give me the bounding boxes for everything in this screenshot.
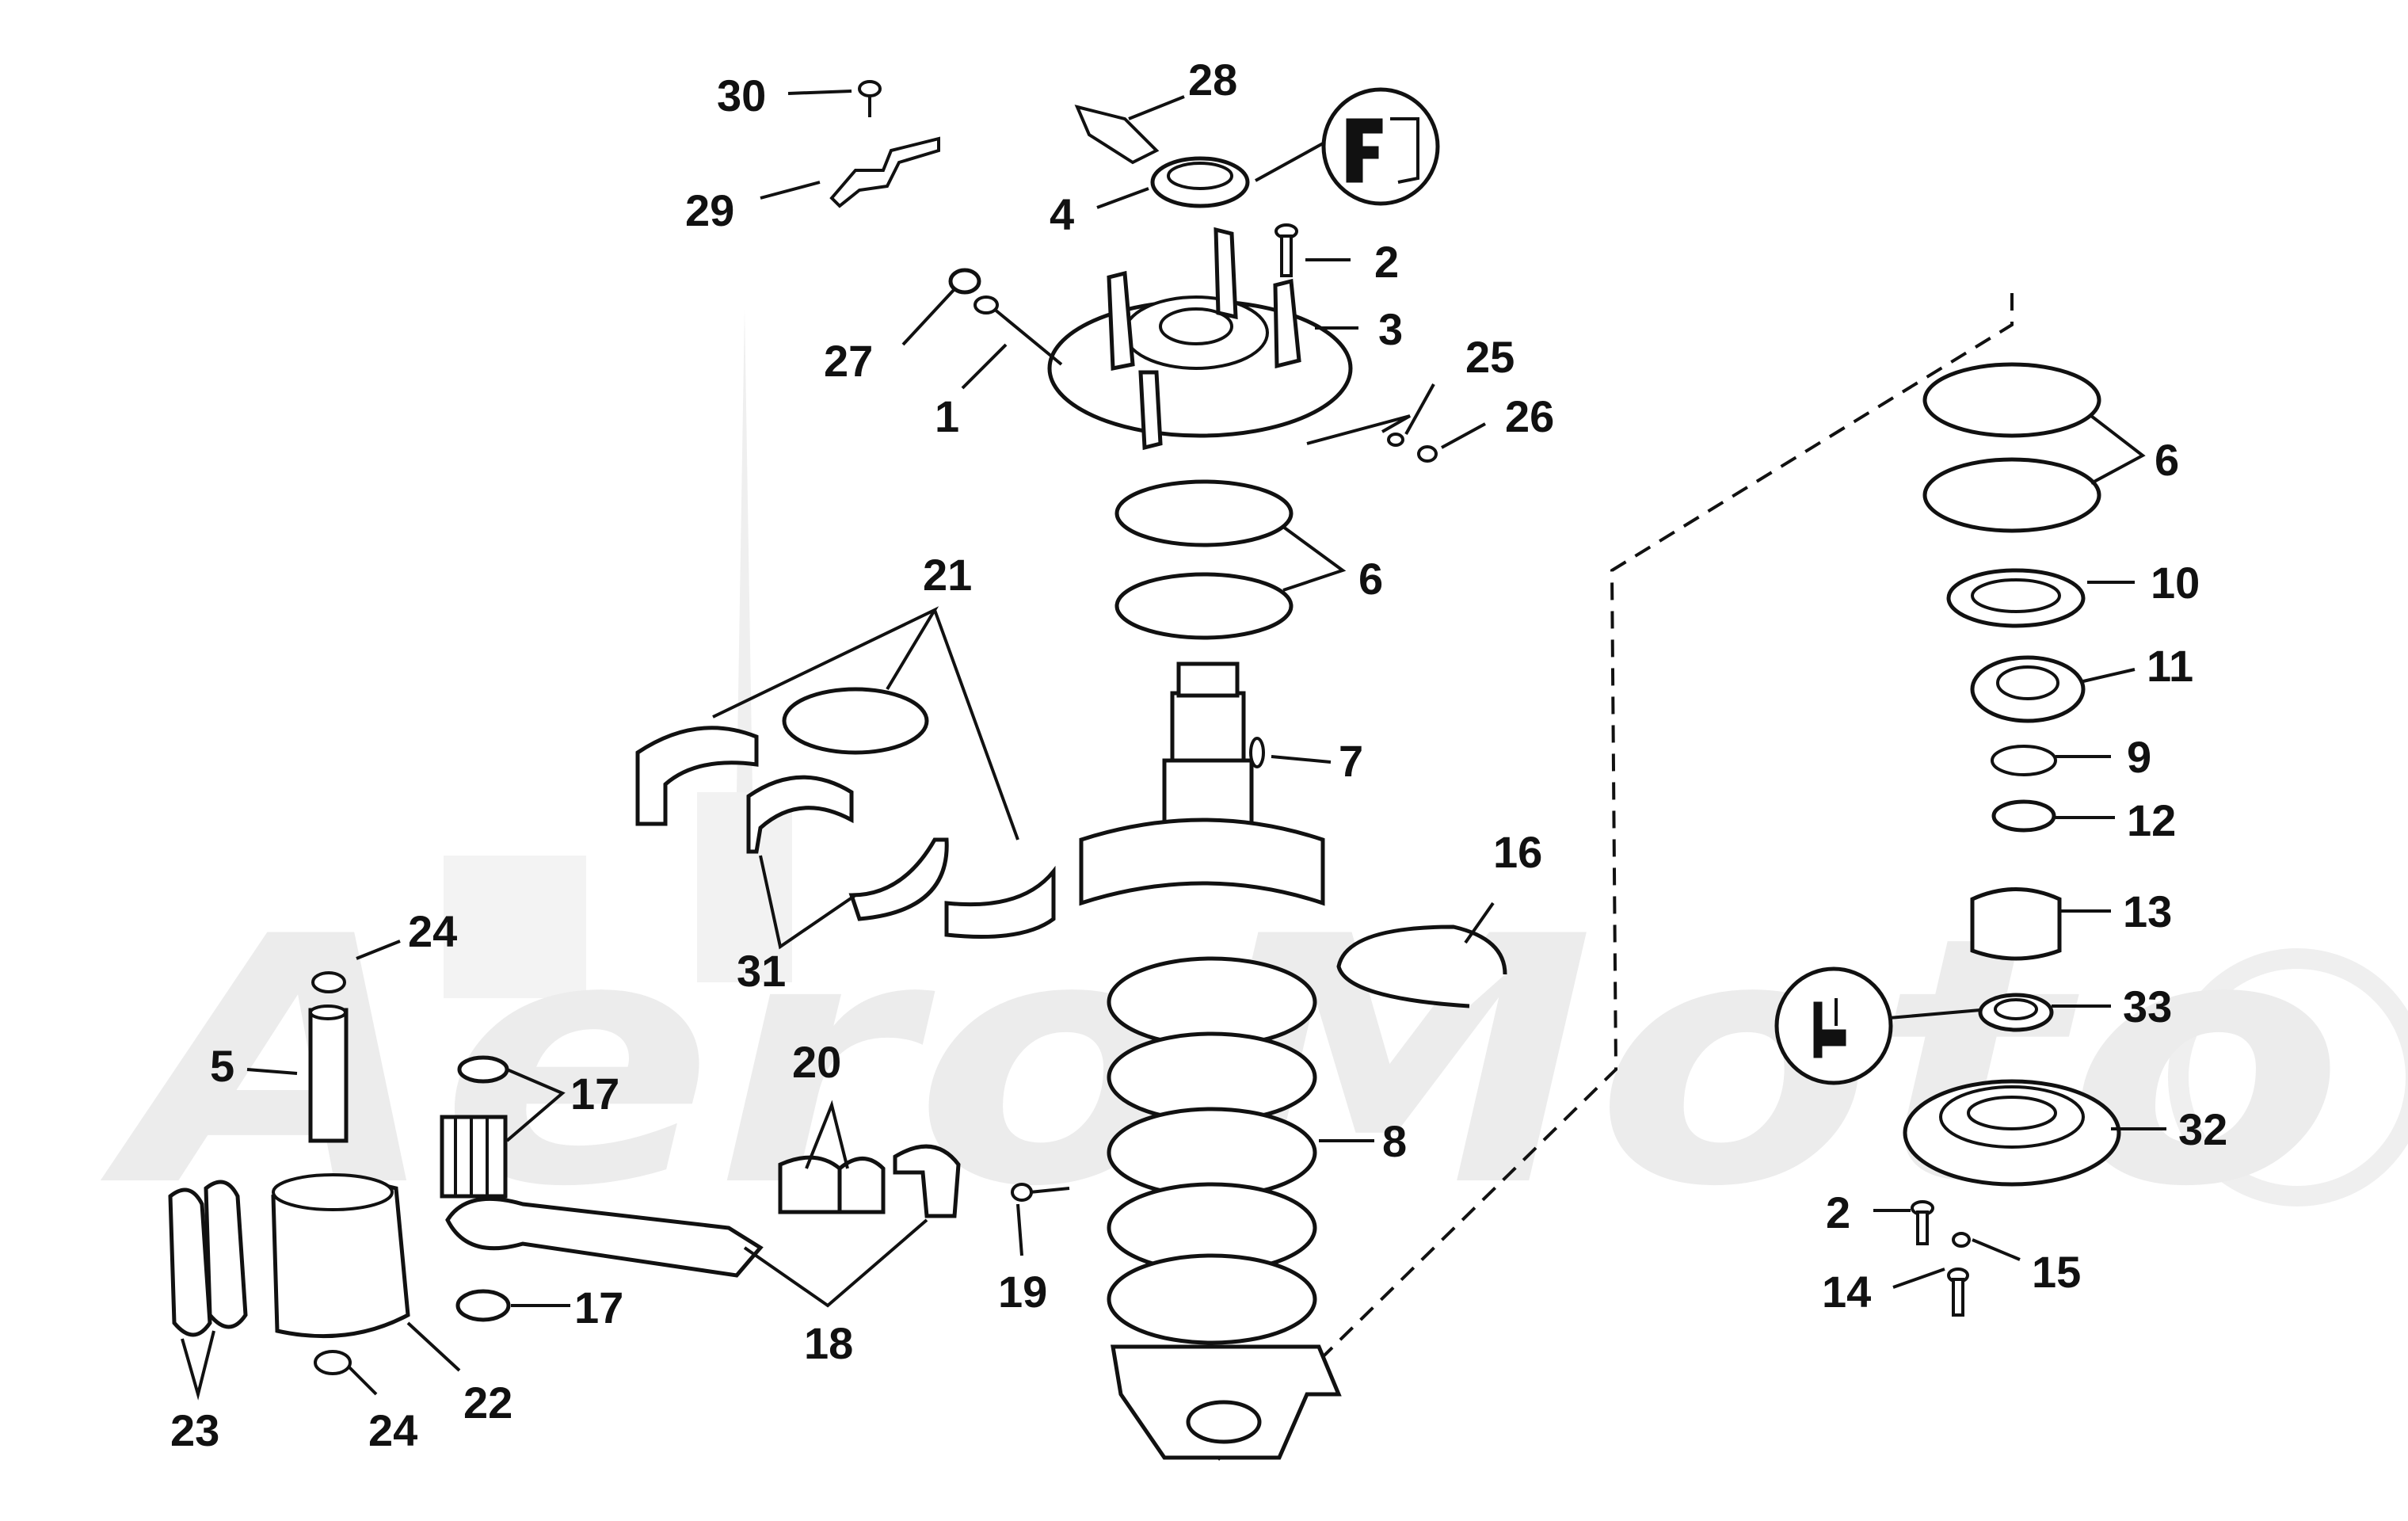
callout-23: 23 (170, 1405, 219, 1455)
part-seal-33 (1978, 993, 2054, 1032)
callout-7: 7 (1339, 736, 1363, 786)
part-rod-cap-18 (893, 1144, 961, 1218)
part-piston-pin-5 (308, 1004, 349, 1143)
callout-31: 31 (737, 946, 786, 996)
part-bearing-race-21-left (635, 726, 759, 826)
callout-labels: 30 28 29 4 2 3 27 1 25 26 6 6 10 11 9 12… (170, 55, 2227, 1455)
callout-13: 13 (2123, 886, 2172, 936)
part-retaining-ring-16 (1336, 924, 1507, 1008)
part-plate-28 (1074, 105, 1160, 165)
part-needle-cage-31-right (848, 837, 949, 921)
callout-20: 20 (792, 1037, 841, 1087)
part-rod-bolt-19 (1011, 1183, 1070, 1202)
callout-28: 28 (1188, 55, 1237, 105)
callout-22: 22 (463, 1378, 512, 1428)
callout-5: 5 (210, 1041, 234, 1091)
part-rod-bearing-20 (778, 1155, 886, 1214)
inset-seal-detail-top (1321, 87, 1440, 206)
part-nut-26 (1417, 445, 1438, 463)
part-needle-bearing-17 (440, 1115, 508, 1199)
part-seal-4 (1150, 156, 1250, 208)
callout-11: 11 (2147, 641, 2193, 691)
callout-19: 19 (998, 1267, 1047, 1317)
alignment-dashed-line (1210, 293, 2014, 1467)
part-thrust-washer-17-lower (455, 1289, 511, 1322)
part-clip-24-upper (311, 971, 346, 993)
callout-12: 12 (2127, 795, 2176, 845)
callout-17-lower: 17 (574, 1283, 623, 1332)
part-ball-bearing-11 (1970, 655, 2086, 723)
part-key-7 (1249, 737, 1265, 768)
callout-8: 8 (1382, 1116, 1407, 1166)
part-thrust-washer-17-upper (457, 1055, 509, 1084)
callout-6-center: 6 (1358, 554, 1383, 604)
callout-2-bottom: 2 (1826, 1187, 1850, 1237)
callout-10: 10 (2151, 558, 2200, 608)
part-screw-14 (1947, 1268, 1969, 1317)
callout-4: 4 (1050, 189, 1074, 239)
part-bearing-race-21-right (944, 865, 1056, 939)
part-washer-15 (1952, 1232, 1971, 1248)
callout-24-lower: 24 (368, 1405, 417, 1455)
callout-17-upper: 17 (570, 1069, 619, 1119)
part-connecting-rod-18 (445, 1196, 764, 1278)
part-washer-25 (1387, 433, 1404, 447)
callout-32: 32 (2178, 1104, 2227, 1154)
part-lower-bearing-housing-32 (1903, 1079, 2121, 1187)
callout-33: 33 (2123, 982, 2172, 1031)
part-nut-27 (948, 268, 981, 295)
part-screw-2-top (1274, 223, 1298, 277)
callout-6-right: 6 (2155, 435, 2179, 485)
part-gasket-10 (1946, 568, 2086, 628)
part-upper-bearing-housing-3 (1047, 227, 1353, 451)
callout-21: 21 (923, 550, 972, 600)
callout-18: 18 (804, 1318, 853, 1368)
callout-2-top: 2 (1374, 237, 1399, 287)
part-long-screw-1 (973, 295, 1063, 366)
part-o-ring-6-lower (1114, 572, 1294, 640)
part-retainer-ring-21 (782, 687, 929, 755)
part-o-ring-6-upper (1114, 479, 1294, 547)
part-crankshaft-8 (1079, 661, 1342, 1460)
callout-24-upper: 24 (408, 906, 457, 956)
callout-16: 16 (1493, 827, 1542, 877)
callout-29: 29 (685, 185, 734, 235)
callout-9: 9 (2127, 732, 2151, 782)
part-bracket-29 (829, 136, 940, 208)
part-bearing-cup-13 (1970, 887, 2062, 961)
callout-1: 1 (935, 391, 959, 441)
part-needle-cage-31-left (746, 775, 854, 854)
callout-25: 25 (1465, 332, 1515, 382)
leader-lines (181, 90, 2166, 1401)
callout-3: 3 (1378, 304, 1403, 354)
inset-seal-detail-bottom (1774, 966, 1893, 1085)
callout-27: 27 (824, 336, 873, 386)
part-clip-24-lower (314, 1350, 352, 1375)
callout-26: 26 (1505, 391, 1554, 441)
part-o-ring-6-right-upper (1922, 362, 2101, 438)
part-screw-30 (858, 80, 882, 117)
callout-15: 15 (2032, 1247, 2081, 1297)
part-o-ring-6-right-lower (1922, 457, 2101, 533)
callout-14: 14 (1822, 1267, 1871, 1317)
callout-30: 30 (717, 71, 766, 120)
part-screw-2-bottom (1911, 1200, 1934, 1245)
part-retaining-ring-9 (1991, 745, 2057, 776)
part-piston-22 (271, 1173, 410, 1339)
part-seal-12 (1991, 799, 2056, 833)
part-piston-rings-23 (168, 1180, 248, 1337)
